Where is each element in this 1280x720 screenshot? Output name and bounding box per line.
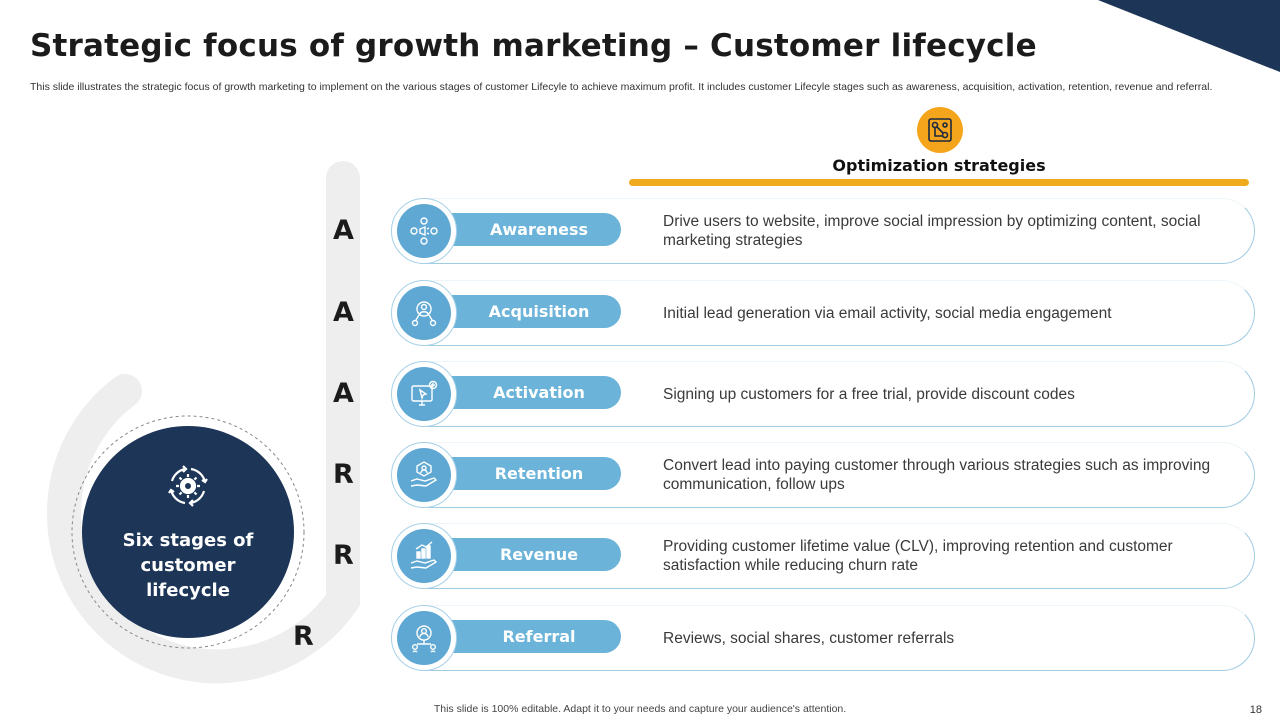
stage-row-awareness: Awareness Drive users to website, improv… <box>391 198 1255 264</box>
stage-letter: A <box>333 297 354 328</box>
user-referral-icon <box>391 605 457 671</box>
hand-growth-chart-icon <box>391 523 457 589</box>
gear-cycle-icon <box>163 461 213 516</box>
footer-note: This slide is 100% editable. Adapt it to… <box>0 703 1280 715</box>
footer-note-text: This slide is 100% editable. Adapt it to… <box>433 703 847 715</box>
stage-row-revenue: Revenue Providing customer lifetime valu… <box>391 523 1255 589</box>
stage-letter: R <box>333 459 354 490</box>
stage-label-revenue: Revenue <box>433 538 621 571</box>
page-subtitle: This slide illustrates the strategic foc… <box>30 81 1213 93</box>
stage-label-referral: Referral <box>433 620 621 653</box>
corner-triangle-decoration <box>1098 0 1280 72</box>
stage-label-awareness: Awareness <box>433 213 621 246</box>
page-number: 18 <box>1249 704 1262 716</box>
stage-letter: R <box>293 621 314 652</box>
hand-user-icon <box>391 442 457 508</box>
stage-description-acquisition: Initial lead generation via email activi… <box>663 304 1112 322</box>
stage-row-activation: Activation Signing up customers for a fr… <box>391 361 1255 427</box>
screen-click-icon <box>391 361 457 427</box>
stage-label-activation: Activation <box>433 376 621 409</box>
lifecycle-center-label: Six stages of customer lifecycle <box>122 530 254 601</box>
stage-label-acquisition: Acquisition <box>433 295 621 328</box>
optimization-strategies-underline <box>629 179 1249 186</box>
stage-letter: A <box>333 378 354 409</box>
stage-description-awareness: Drive users to website, improve social i… <box>663 213 1201 249</box>
stage-letter: R <box>333 540 354 571</box>
page-title: Strategic focus of growth marketing – Cu… <box>30 28 1037 64</box>
strategy-network-icon <box>917 107 963 153</box>
stage-letter: A <box>333 215 354 246</box>
stage-label-retention: Retention <box>433 457 621 490</box>
lifecycle-center-circle: Six stages of customer lifecycle <box>82 426 294 638</box>
stage-row-acquisition: Acquisition Initial lead generation via … <box>391 280 1255 346</box>
stage-row-retention: Retention Convert lead into paying custo… <box>391 442 1255 508</box>
audience-megaphone-icon <box>391 198 457 264</box>
stage-description-activation: Signing up customers for a free trial, p… <box>663 385 1075 403</box>
stage-description-retention: Convert lead into paying customer throug… <box>663 457 1211 493</box>
stage-description-referral: Reviews, social shares, customer referra… <box>663 629 955 647</box>
user-network-icon <box>391 280 457 346</box>
stage-description-revenue: Providing customer lifetime value (CLV),… <box>663 538 1173 574</box>
stage-row-referral: Referral Reviews, social shares, custome… <box>391 605 1255 671</box>
optimization-strategies-heading: Optimization strategies <box>832 156 1046 175</box>
